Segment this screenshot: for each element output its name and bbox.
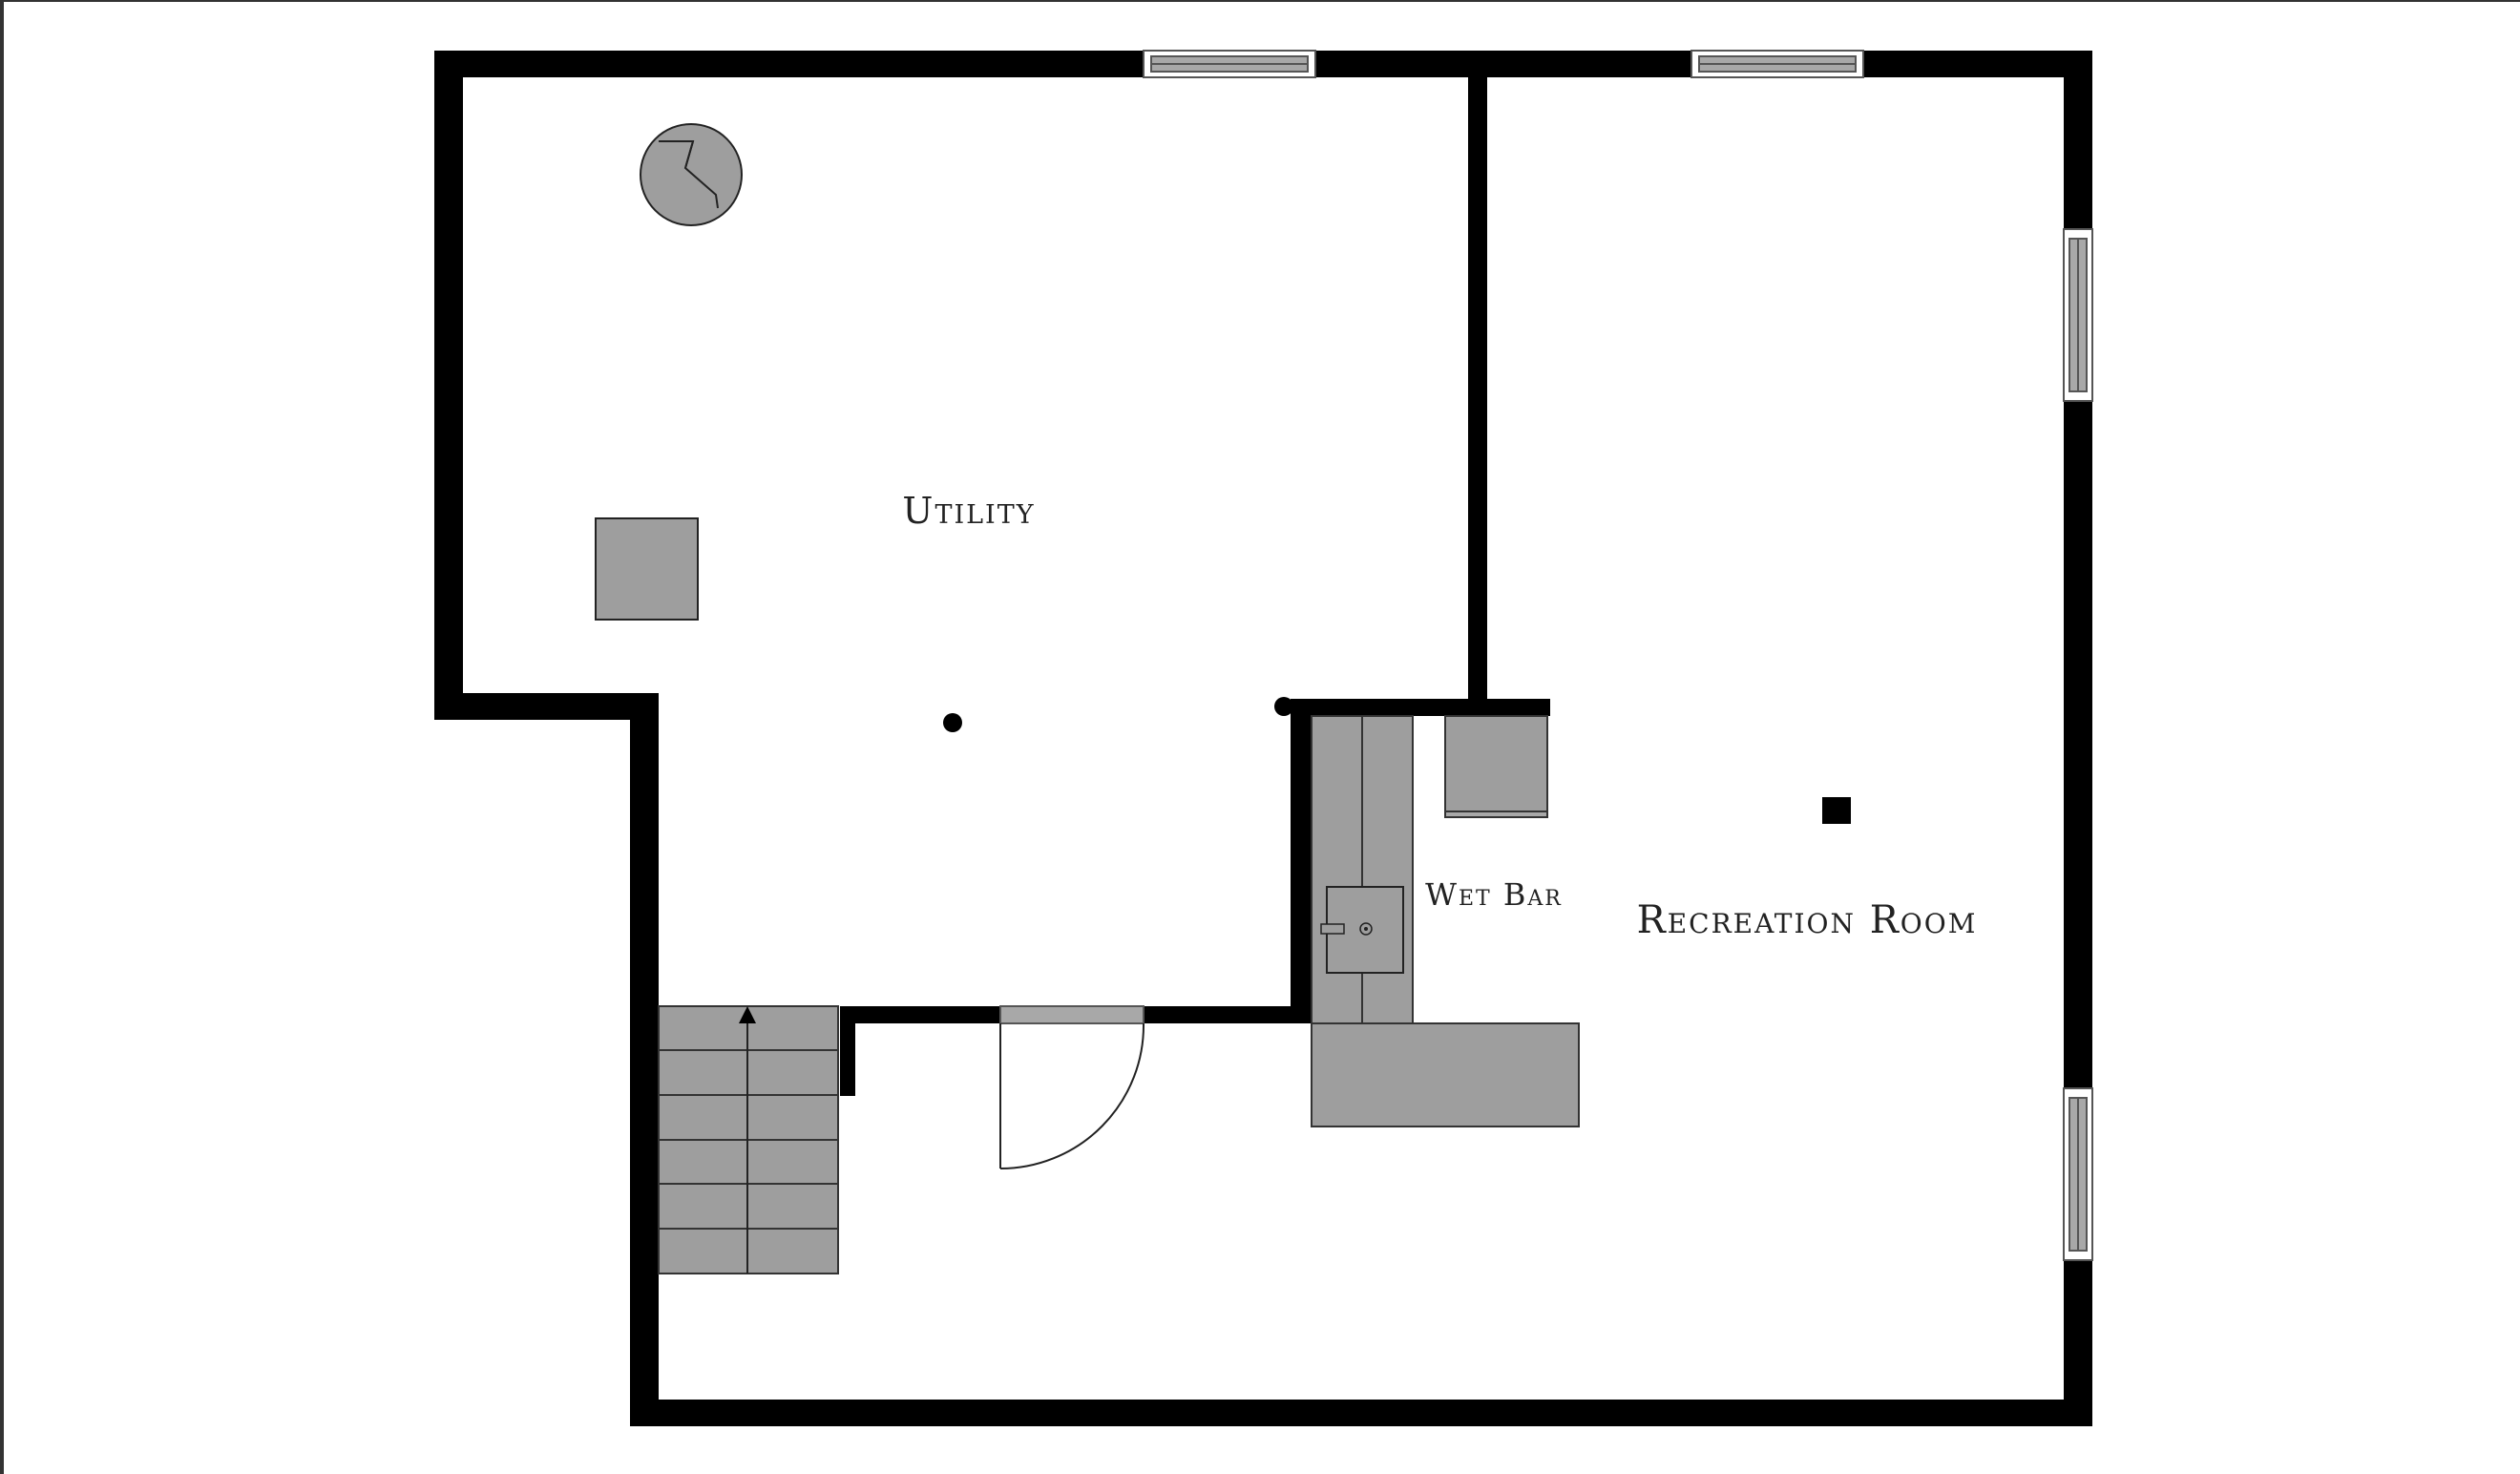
wall-bottom: [630, 1400, 2092, 1426]
water-heater-icon: [640, 123, 743, 226]
door-swing-icon: [999, 1005, 1145, 1169]
wall-divider-vertical: [1468, 72, 1487, 706]
wall-wetbar-top: [1291, 699, 1550, 716]
window-right-lower: [2063, 1087, 2093, 1261]
room-label-utility: Utility: [902, 490, 1035, 532]
wet-bar-counter: [1311, 715, 1580, 1127]
window-top-left: [1143, 50, 1316, 78]
room-label-recreation-room: Recreation Room: [1637, 898, 1978, 942]
window-right-upper: [2063, 228, 2093, 402]
post-icon: [943, 713, 962, 732]
counter-icon: [1311, 1022, 1580, 1127]
post-icon: [1274, 697, 1293, 716]
wall-utility-bottom-left: [840, 1006, 1000, 1023]
wall-wetbar-left: [1291, 699, 1312, 1023]
stair-up-arrow-icon: [739, 1006, 756, 1023]
wall-left-upper: [434, 51, 463, 719]
wall-step: [434, 693, 659, 720]
interior-walls: [840, 72, 1550, 1096]
post-icon: [1822, 797, 1851, 824]
wall-stair-stub: [840, 1006, 855, 1096]
wall-utility-bottom-right: [1144, 1006, 1312, 1023]
wall-left-lower: [630, 693, 659, 1425]
windows: [1143, 50, 2093, 1261]
window-top-right: [1690, 50, 1864, 78]
room-label-wet-bar: Wet Bar: [1425, 876, 1563, 913]
appliance-icon: [1444, 715, 1548, 818]
sink-icon: [1320, 886, 1404, 974]
furnace-icon: [595, 517, 699, 621]
staircase-icon: [658, 1005, 839, 1274]
